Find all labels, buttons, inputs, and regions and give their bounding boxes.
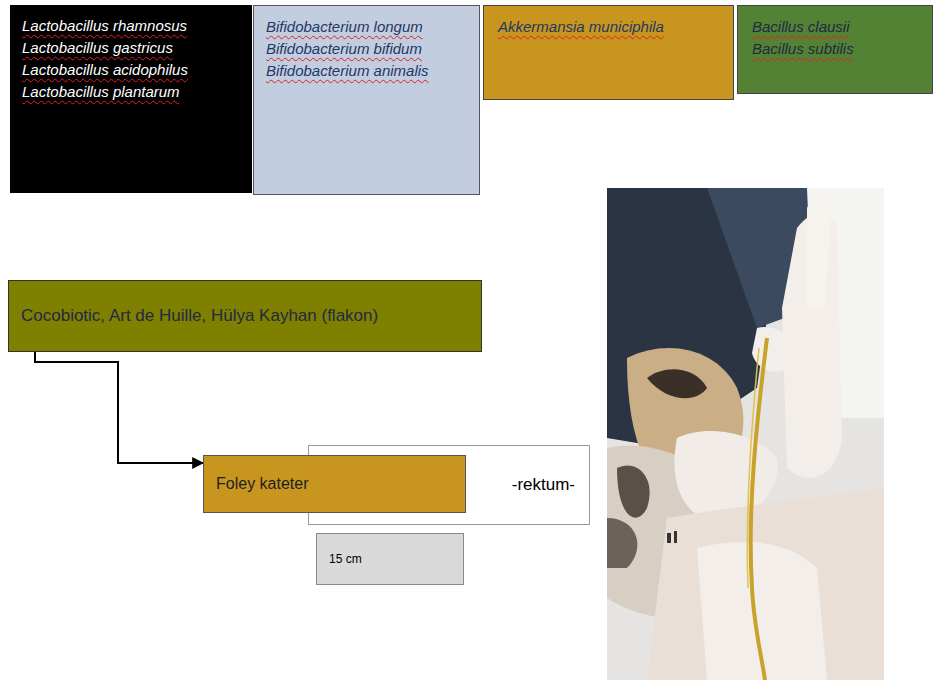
procedure-photo (607, 188, 884, 680)
species-box: Akkermansia municiphila (483, 5, 734, 100)
box-label: Foley kateter (216, 473, 308, 495)
species-box: Bifidobacterium longumBifidobacterium bi… (253, 5, 480, 195)
species-name: Lactobacillus rhamnosus (22, 15, 240, 37)
box-label: 15 cm (329, 551, 362, 567)
catheter-box: Foley kateter (203, 455, 466, 513)
product-box: Cocobiotic, Art de Huille, Hülya Kayhan … (8, 280, 482, 352)
species-name: Lactobacillus plantarum (22, 81, 240, 103)
species-name: Bifidobacterium bifidum (266, 38, 467, 60)
species-name: Bifidobacterium animalis (266, 60, 467, 82)
species-name: Bifidobacterium longum (266, 16, 467, 38)
length-box: 15 cm (316, 533, 464, 585)
species-name: Bacillus clausii (752, 16, 918, 38)
species-box: Lactobacillus rhamnosusLactobacillus gas… (10, 5, 252, 193)
species-name: Lactobacillus gastricus (22, 37, 240, 59)
species-name: Lactobacillus acidophilus (22, 59, 240, 81)
species-name: Akkermansia municiphila (498, 16, 719, 38)
elbow-connector (35, 352, 203, 463)
box-label: -rektum- (512, 474, 575, 496)
species-name: Bacillus subtilis (752, 38, 918, 60)
box-label: Cocobiotic, Art de Huille, Hülya Kayhan … (21, 305, 378, 327)
species-box: Bacillus clausiiBacillus subtilis (737, 5, 933, 94)
